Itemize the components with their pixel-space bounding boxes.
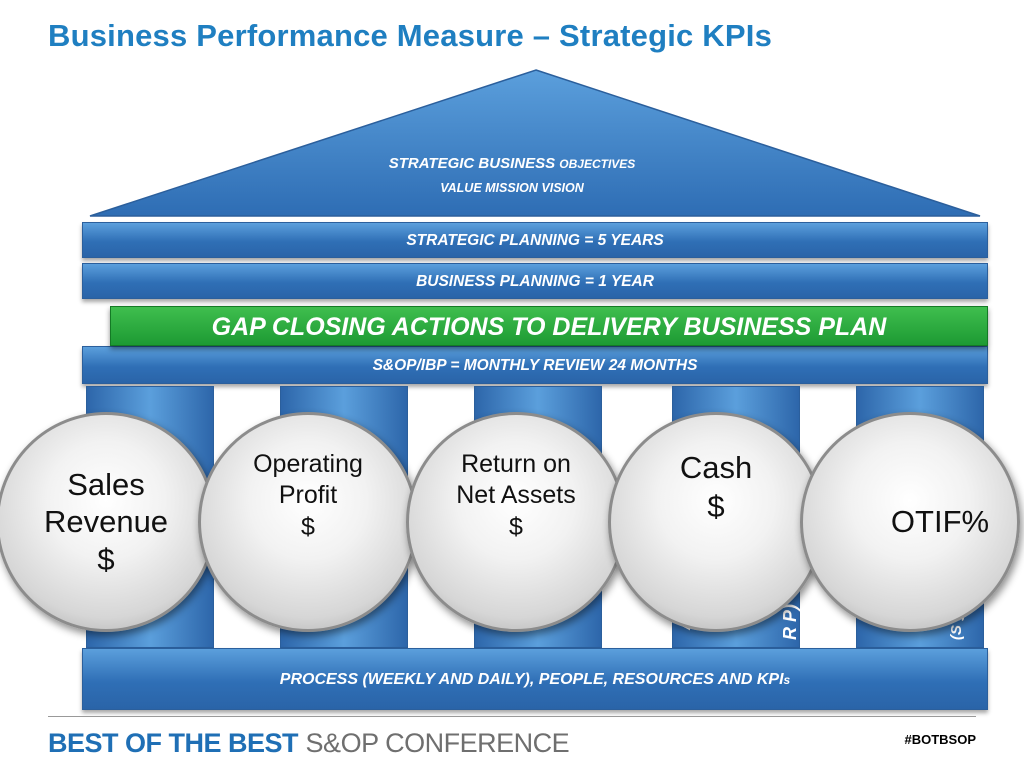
strategic-planning-band: STRATEGIC PLANNING = 5 YEARS	[82, 222, 988, 258]
roof-pediment	[89, 69, 981, 217]
process-base-label: PROCESS (WEEKLY AND DAILY), PEOPLE, RESO…	[279, 671, 784, 688]
logo-part-2: S&OP CONFERENCE	[305, 728, 570, 758]
kpi-circle-cash: Cash $	[608, 412, 824, 632]
kpi-label-line2: Net Assets	[456, 481, 576, 510]
kpi-label-line1: Sales	[67, 467, 145, 503]
kpi-circle-sales-revenue: Sales Revenue $	[0, 412, 216, 632]
kpi-label-line3: $	[301, 512, 315, 541]
kpi-label-line3: $	[509, 512, 523, 541]
roof-line-2: VALUE MISSION VISION	[440, 181, 584, 195]
sop-ibp-band: S&OP/IBP = MONTHLY REVIEW 24 MONTHS	[82, 346, 988, 384]
kpi-label-line1: OTIF%	[890, 503, 990, 539]
process-base-suffix: s	[783, 673, 791, 687]
kpi-circle-otif: OTIF%	[800, 412, 1020, 632]
hashtag: #BOTBSOP	[904, 732, 976, 747]
kpi-label-line3: $	[97, 541, 115, 577]
kpi-label-line1: Cash	[679, 450, 753, 485]
logo-part-1: BEST OF THE BEST	[48, 728, 299, 758]
roof-line-1: STRATEGIC BUSINESS OBJECTIVES	[0, 155, 1024, 172]
slide-title: Business Performance Measure – Strategic…	[48, 18, 773, 53]
roof-line-1-small: OBJECTIVES	[559, 157, 636, 171]
kpi-label-line1: Operating	[253, 450, 363, 478]
conference-logo: BEST OF THE BEST S&OP CONFERENCE	[48, 728, 570, 759]
kpi-label-line2: Revenue	[43, 504, 169, 540]
kpi-label-line1: Return on	[461, 450, 571, 478]
footer-divider	[48, 716, 976, 717]
process-base-band: PROCESS (WEEKLY AND DAILY), PEOPLE, RESO…	[82, 648, 988, 710]
kpi-label-line2: $	[707, 488, 725, 524]
kpi-circle-return-on-net-assets: Return on Net Assets $	[406, 412, 626, 632]
roof-line-1-main: STRATEGIC BUSINESS	[388, 155, 556, 172]
kpi-circle-operating-profit: Operating Profit $	[198, 412, 418, 632]
business-planning-band: BUSINESS PLANNING = 1 YEAR	[82, 263, 988, 299]
gap-closing-band: GAP CLOSING ACTIONS TO DELIVERY BUSINESS…	[110, 306, 988, 346]
kpi-label-line2: Profit	[278, 481, 338, 510]
